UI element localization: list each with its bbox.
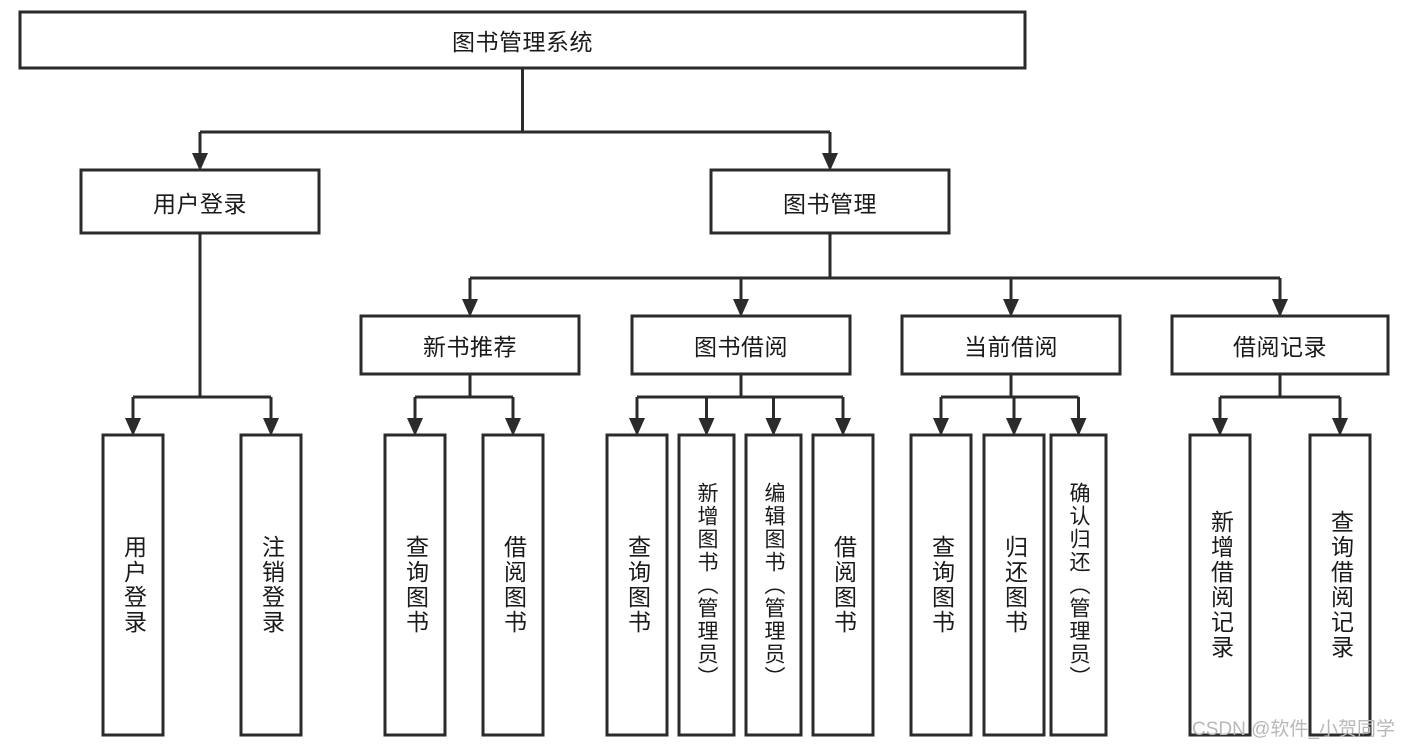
node-box-leaf-return[interactable]	[982, 433, 1046, 737]
arrow-head-leaf-add-record	[1212, 418, 1228, 436]
arrow-head-login	[192, 153, 208, 171]
arrow-head-newbook	[462, 299, 478, 317]
arrow-head-borrow	[733, 299, 749, 317]
node-box-leaf-edit-book[interactable]	[744, 433, 803, 737]
arrow-head-records	[1272, 299, 1288, 317]
node-box-borrow[interactable]	[630, 314, 852, 376]
arrow-head-leaf-query-bw	[629, 418, 645, 436]
csdn-watermark: CSDN @软件_小贺同学	[1192, 719, 1395, 740]
node-box-leaf-query-bw[interactable]	[605, 433, 669, 737]
arrow-head-leaf-add-book	[698, 418, 715, 436]
node-box-leaf-query-nb[interactable]	[383, 433, 447, 737]
node-boxes	[18, 10, 1390, 737]
arrow-head-leaf-query-record	[1332, 418, 1348, 436]
arrow-head-bookmgmt	[822, 153, 838, 171]
node-box-records[interactable]	[1170, 314, 1390, 376]
arrow-head-leaf-user-login	[125, 418, 141, 436]
node-box-current[interactable]	[900, 314, 1122, 376]
node-box-root[interactable]	[18, 10, 1027, 70]
arrow-head-leaf-confirm	[1070, 418, 1087, 436]
node-box-login[interactable]	[79, 168, 321, 235]
arrow-head-leaf-query-cur	[933, 418, 949, 436]
arrow-head-leaf-borrow-nb	[505, 418, 521, 436]
node-box-leaf-add-record[interactable]	[1188, 433, 1252, 737]
connector-lines	[125, 68, 1348, 436]
node-box-leaf-add-book[interactable]	[677, 433, 736, 737]
node-box-leaf-user-login[interactable]	[101, 433, 165, 737]
node-box-leaf-borrow-bw[interactable]	[811, 433, 875, 737]
node-box-leaf-logout[interactable]	[239, 433, 303, 737]
arrow-head-leaf-borrow-bw	[835, 418, 851, 436]
arrow-head-leaf-logout	[263, 418, 279, 436]
node-box-bookmgmt[interactable]	[709, 168, 951, 235]
node-box-newbook[interactable]	[359, 314, 581, 376]
node-box-leaf-query-cur[interactable]	[909, 433, 973, 737]
node-box-leaf-borrow-nb[interactable]	[481, 433, 545, 737]
arrow-head-leaf-return	[1006, 418, 1022, 436]
arrow-head-current	[1003, 299, 1019, 317]
arrow-head-leaf-edit-book	[765, 418, 782, 436]
node-box-leaf-query-record[interactable]	[1308, 433, 1372, 737]
node-box-leaf-confirm[interactable]	[1049, 433, 1108, 737]
arrow-head-leaf-query-nb	[407, 418, 423, 436]
